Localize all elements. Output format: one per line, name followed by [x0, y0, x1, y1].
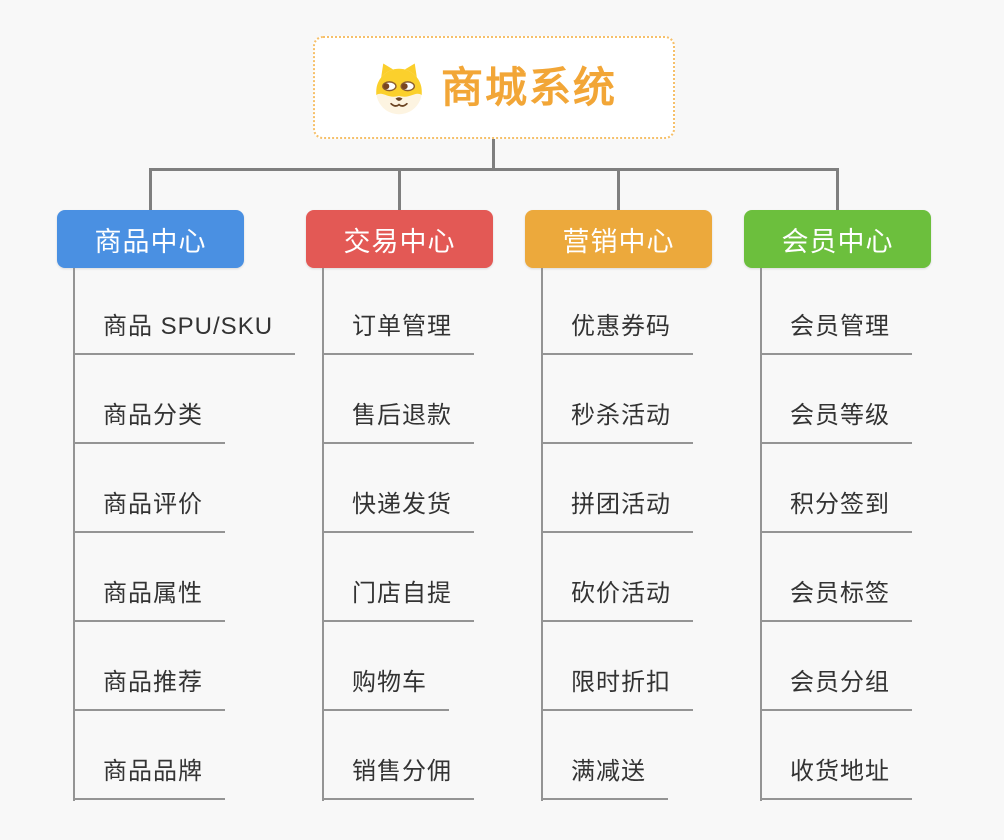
- topic-aftersale-refund[interactable]: 售后退款: [322, 400, 474, 444]
- topic-product-attribute[interactable]: 商品属性: [73, 578, 225, 622]
- branch-spine-products: [73, 268, 75, 801]
- topic-product-category[interactable]: 商品分类: [73, 400, 225, 444]
- topic-shipping-address[interactable]: 收货地址: [760, 756, 912, 800]
- topic-store-pickup[interactable]: 门店自提: [322, 578, 474, 622]
- branch-spine-trade: [322, 268, 324, 801]
- dog-face-icon: [376, 63, 422, 114]
- connector-drop-3: [617, 170, 620, 210]
- topic-product-spu-sku[interactable]: 商品 SPU/SKU: [73, 311, 296, 355]
- branch-node-marketing[interactable]: 营销中心: [525, 210, 712, 268]
- branch-label: 商品中心: [94, 226, 207, 257]
- branch-spine-members: [760, 268, 762, 801]
- topic-member-management[interactable]: 会员管理: [760, 311, 912, 355]
- connector-drop-2: [398, 170, 401, 210]
- topic-coupon-codes[interactable]: 优惠券码: [541, 311, 693, 355]
- topic-member-level[interactable]: 会员等级: [760, 400, 912, 444]
- branch-spine-marketing: [541, 268, 543, 801]
- topic-order-management[interactable]: 订单管理: [322, 311, 474, 355]
- topic-shopping-cart[interactable]: 购物车: [322, 667, 449, 711]
- topic-points-checkin[interactable]: 积分签到: [760, 489, 912, 533]
- topic-spend-and-save[interactable]: 满减送: [541, 756, 668, 800]
- root-node[interactable]: 商城系统: [313, 36, 675, 139]
- topic-member-groups[interactable]: 会员分组: [760, 667, 912, 711]
- topic-group-buying[interactable]: 拼团活动: [541, 489, 693, 533]
- topic-sales-commission[interactable]: 销售分佣: [322, 756, 474, 800]
- branch-label: 营销中心: [562, 226, 675, 257]
- topic-product-review[interactable]: 商品评价: [73, 489, 225, 533]
- topic-flash-sale[interactable]: 秒杀活动: [541, 400, 693, 444]
- topic-express-delivery[interactable]: 快递发货: [322, 489, 474, 533]
- branch-node-products[interactable]: 商品中心: [57, 210, 244, 268]
- connector-drop-1: [149, 170, 152, 210]
- root-label: 商城系统: [440, 63, 617, 111]
- topic-product-brand[interactable]: 商品品牌: [73, 756, 225, 800]
- topic-bargain-activity[interactable]: 砍价活动: [541, 578, 693, 622]
- connector-horizontal: [149, 168, 839, 171]
- topic-limited-discount[interactable]: 限时折扣: [541, 667, 693, 711]
- branch-node-members[interactable]: 会员中心: [744, 210, 931, 268]
- connector-root-stub: [492, 139, 495, 170]
- branch-node-trade[interactable]: 交易中心: [306, 210, 493, 268]
- connector-drop-4: [836, 170, 839, 210]
- branch-label: 会员中心: [781, 226, 894, 257]
- topic-product-recommend[interactable]: 商品推荐: [73, 667, 225, 711]
- branch-label: 交易中心: [343, 226, 456, 257]
- topic-member-tags[interactable]: 会员标签: [760, 578, 912, 622]
